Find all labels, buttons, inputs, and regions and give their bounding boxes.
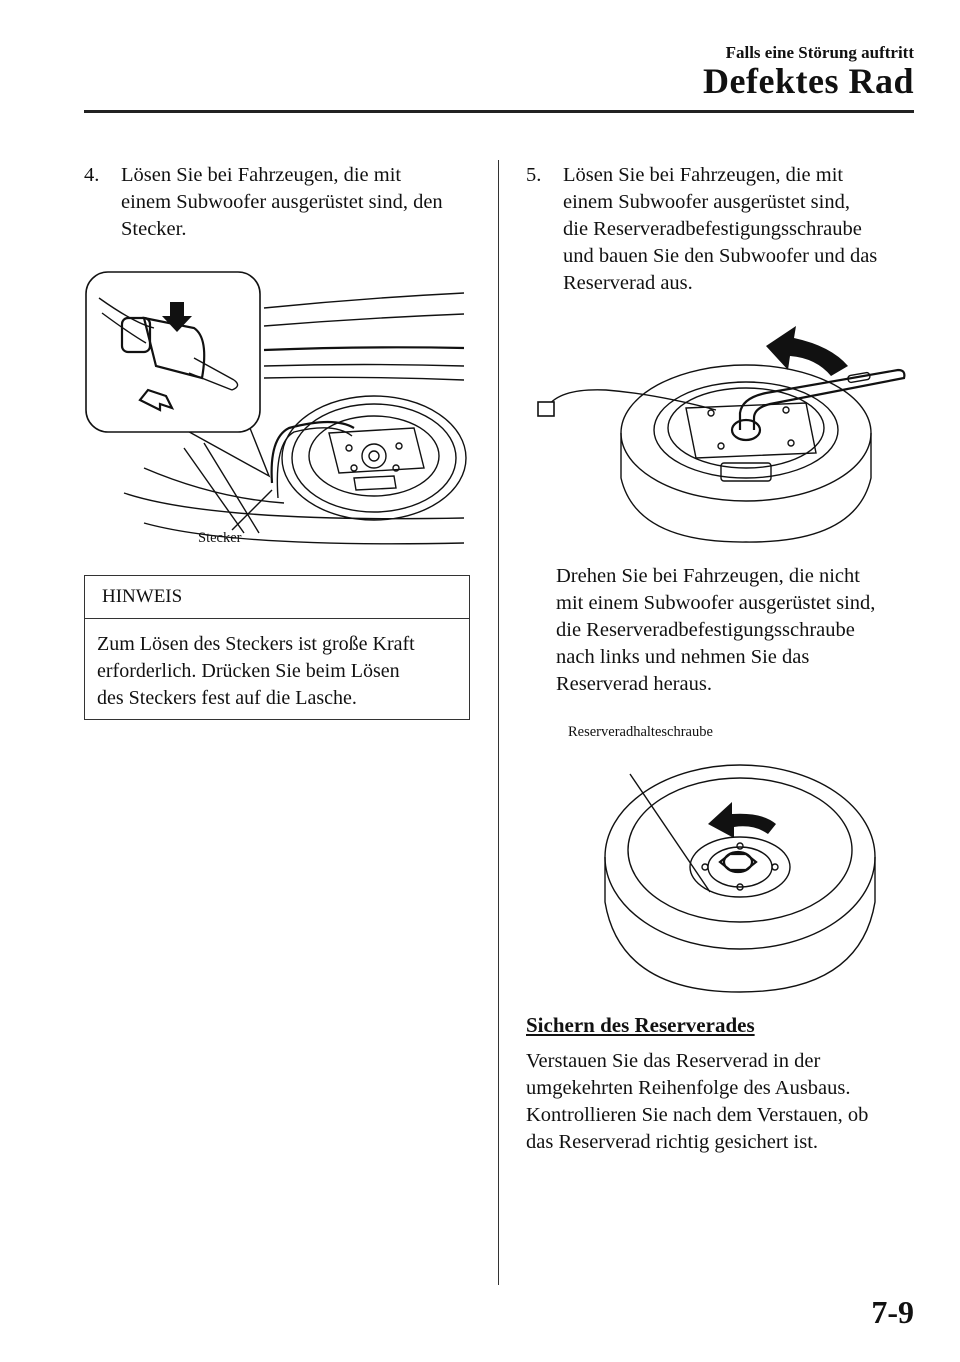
step-5: 5. Lösen Sie bei Fahrzeugen, die mit ein… [526,162,926,297]
page-title: Defektes Rad [703,61,914,101]
step-5-number: 5. [526,164,542,186]
subwoofer-wheel-illustration [537,326,906,543]
paragraph-line: Reserverad heraus. [556,673,712,695]
paragraph-line: das Reserverad richtig gesichert ist. [526,1131,819,1153]
step-4-number: 4. [84,164,100,186]
step-5-line: Reserverad aus. [563,272,693,294]
step-4: 4. Lösen Sie bei Fahrzeugen, die mit ein… [84,162,484,243]
spare-wheel-illustration [604,764,876,993]
paragraph-no-subwoofer: Drehen Sie bei Fahrzeugen, die nicht mit… [556,563,926,698]
step-4-line: einem Subwoofer ausgerüstet sind, den [121,191,443,213]
connector-label: Stecker [198,530,242,546]
connector-illustration [85,271,467,545]
paragraph-line: Drehen Sie bei Fahrzeugen, die nicht [556,565,860,587]
note-line: Zum Lösen des Steckers ist große Kraft [97,633,415,655]
header-rule [84,110,914,113]
paragraph-storing: Verstauen Sie das Reserverad in der umge… [526,1048,926,1156]
paragraph-line: Verstauen Sie das Reserverad in der [526,1050,821,1072]
subheading: Sichern des Reserverades [526,1013,755,1037]
paragraph-line: Kontrollieren Sie nach dem Verstauen, ob [526,1104,869,1126]
bolt-label: Reserveradhalteschraube [568,724,713,740]
step-5-line: einem Subwoofer ausgerüstet sind, [563,191,850,213]
note-body: Zum Lösen des Steckers ist große Kraft e… [85,619,469,712]
note-heading: HINWEIS [85,576,469,619]
note-box: HINWEIS Zum Lösen des Steckers ist große… [84,575,470,720]
paragraph-line: mit einem Subwoofer ausgerüstet sind, [556,592,876,614]
step-5-line: Lösen Sie bei Fahrzeugen, die mit [563,164,844,186]
step-5-line: und bauen Sie den Subwoofer und das [563,245,878,267]
column-divider [498,160,499,1285]
note-line: erforderlich. Drücken Sie beim Lösen [97,660,400,682]
step-5-line: die Reserveradbefestigungsschraube [563,218,862,240]
paragraph-line: nach links und nehmen Sie das [556,646,810,668]
page-number: 7-9 [871,1294,914,1330]
step-4-line: Stecker. [121,218,187,240]
paragraph-line: umgekehrten Reihenfolge des Ausbaus. [526,1077,851,1099]
step-4-line: Lösen Sie bei Fahrzeugen, die mit [121,164,402,186]
section-title: Falls eine Störung auftritt [725,43,914,62]
note-line: des Steckers fest auf die Lasche. [97,687,357,709]
paragraph-line: die Reserveradbefestigungsschraube [556,619,855,641]
